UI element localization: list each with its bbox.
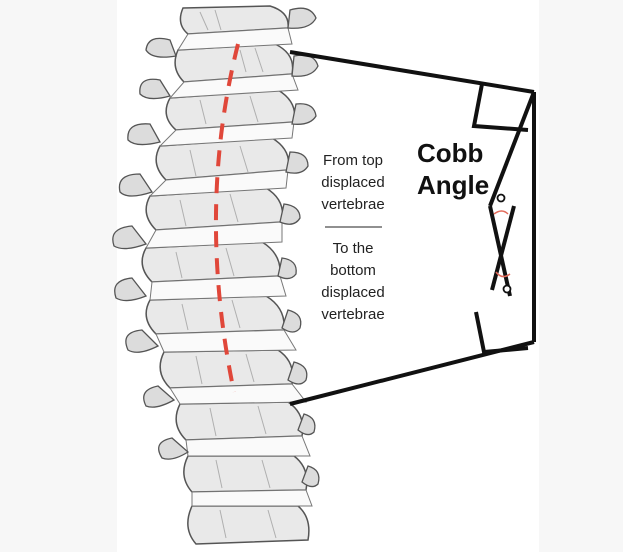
bottom-right-angle-marker — [474, 311, 529, 355]
caption-bottom-line-3: displaced — [321, 284, 385, 301]
cobb-label-line-1: Cobb — [417, 138, 484, 168]
crossing-line-a — [488, 205, 512, 297]
transverse-process — [127, 123, 161, 146]
top-perpendicular-line — [488, 91, 536, 207]
cobb-label-line-2: Angle — [417, 170, 490, 200]
caption-top-line-1: From top — [322, 152, 383, 169]
transverse-process — [145, 37, 177, 58]
degree-symbols — [496, 193, 512, 294]
spinous-process — [285, 151, 309, 174]
vertebra — [159, 349, 294, 389]
vertebra — [141, 241, 281, 283]
transverse-process — [158, 437, 190, 460]
vertebra — [175, 401, 304, 441]
caption-separator: ———— — [325, 218, 382, 235]
bottom-angle-arc — [495, 271, 511, 278]
transverse-process — [118, 173, 154, 197]
transverse-process — [143, 385, 176, 408]
crossing-line-b — [490, 205, 516, 291]
transverse-process — [114, 277, 148, 302]
spinous-process — [291, 103, 317, 125]
spinal-curvature-line — [213, 43, 240, 393]
spinous-process — [287, 361, 308, 385]
spinous-process — [297, 413, 316, 436]
spinous-process — [301, 465, 320, 488]
top-endplate-line — [289, 50, 535, 94]
spinous-process — [291, 54, 319, 77]
degree-symbol — [496, 193, 506, 203]
transverse-process — [112, 225, 148, 250]
top-angle-arc — [493, 210, 509, 215]
angle-arcs — [493, 210, 511, 278]
caption-bottom-line-1: To the — [332, 240, 374, 257]
vertebra — [183, 455, 308, 493]
vertebra — [145, 295, 285, 335]
vertebra — [187, 505, 310, 545]
spinous-process — [277, 257, 297, 280]
degree-symbol — [502, 284, 512, 294]
caption-bottom-line-2: bottom — [330, 262, 376, 279]
caption-top-line-2: displaced — [321, 174, 385, 191]
spinous-process — [287, 7, 317, 29]
spinous-process — [279, 203, 301, 225]
cobb-construction — [289, 50, 536, 406]
spine-illustration — [112, 5, 320, 545]
transverse-process — [125, 329, 160, 353]
caption-top-line-3: vertebrae — [321, 196, 385, 213]
top-right-angle-marker — [471, 83, 529, 132]
transverse-process — [139, 78, 172, 100]
spinous-process — [281, 309, 302, 333]
caption-bottom-line-4: vertebrae — [321, 306, 385, 323]
